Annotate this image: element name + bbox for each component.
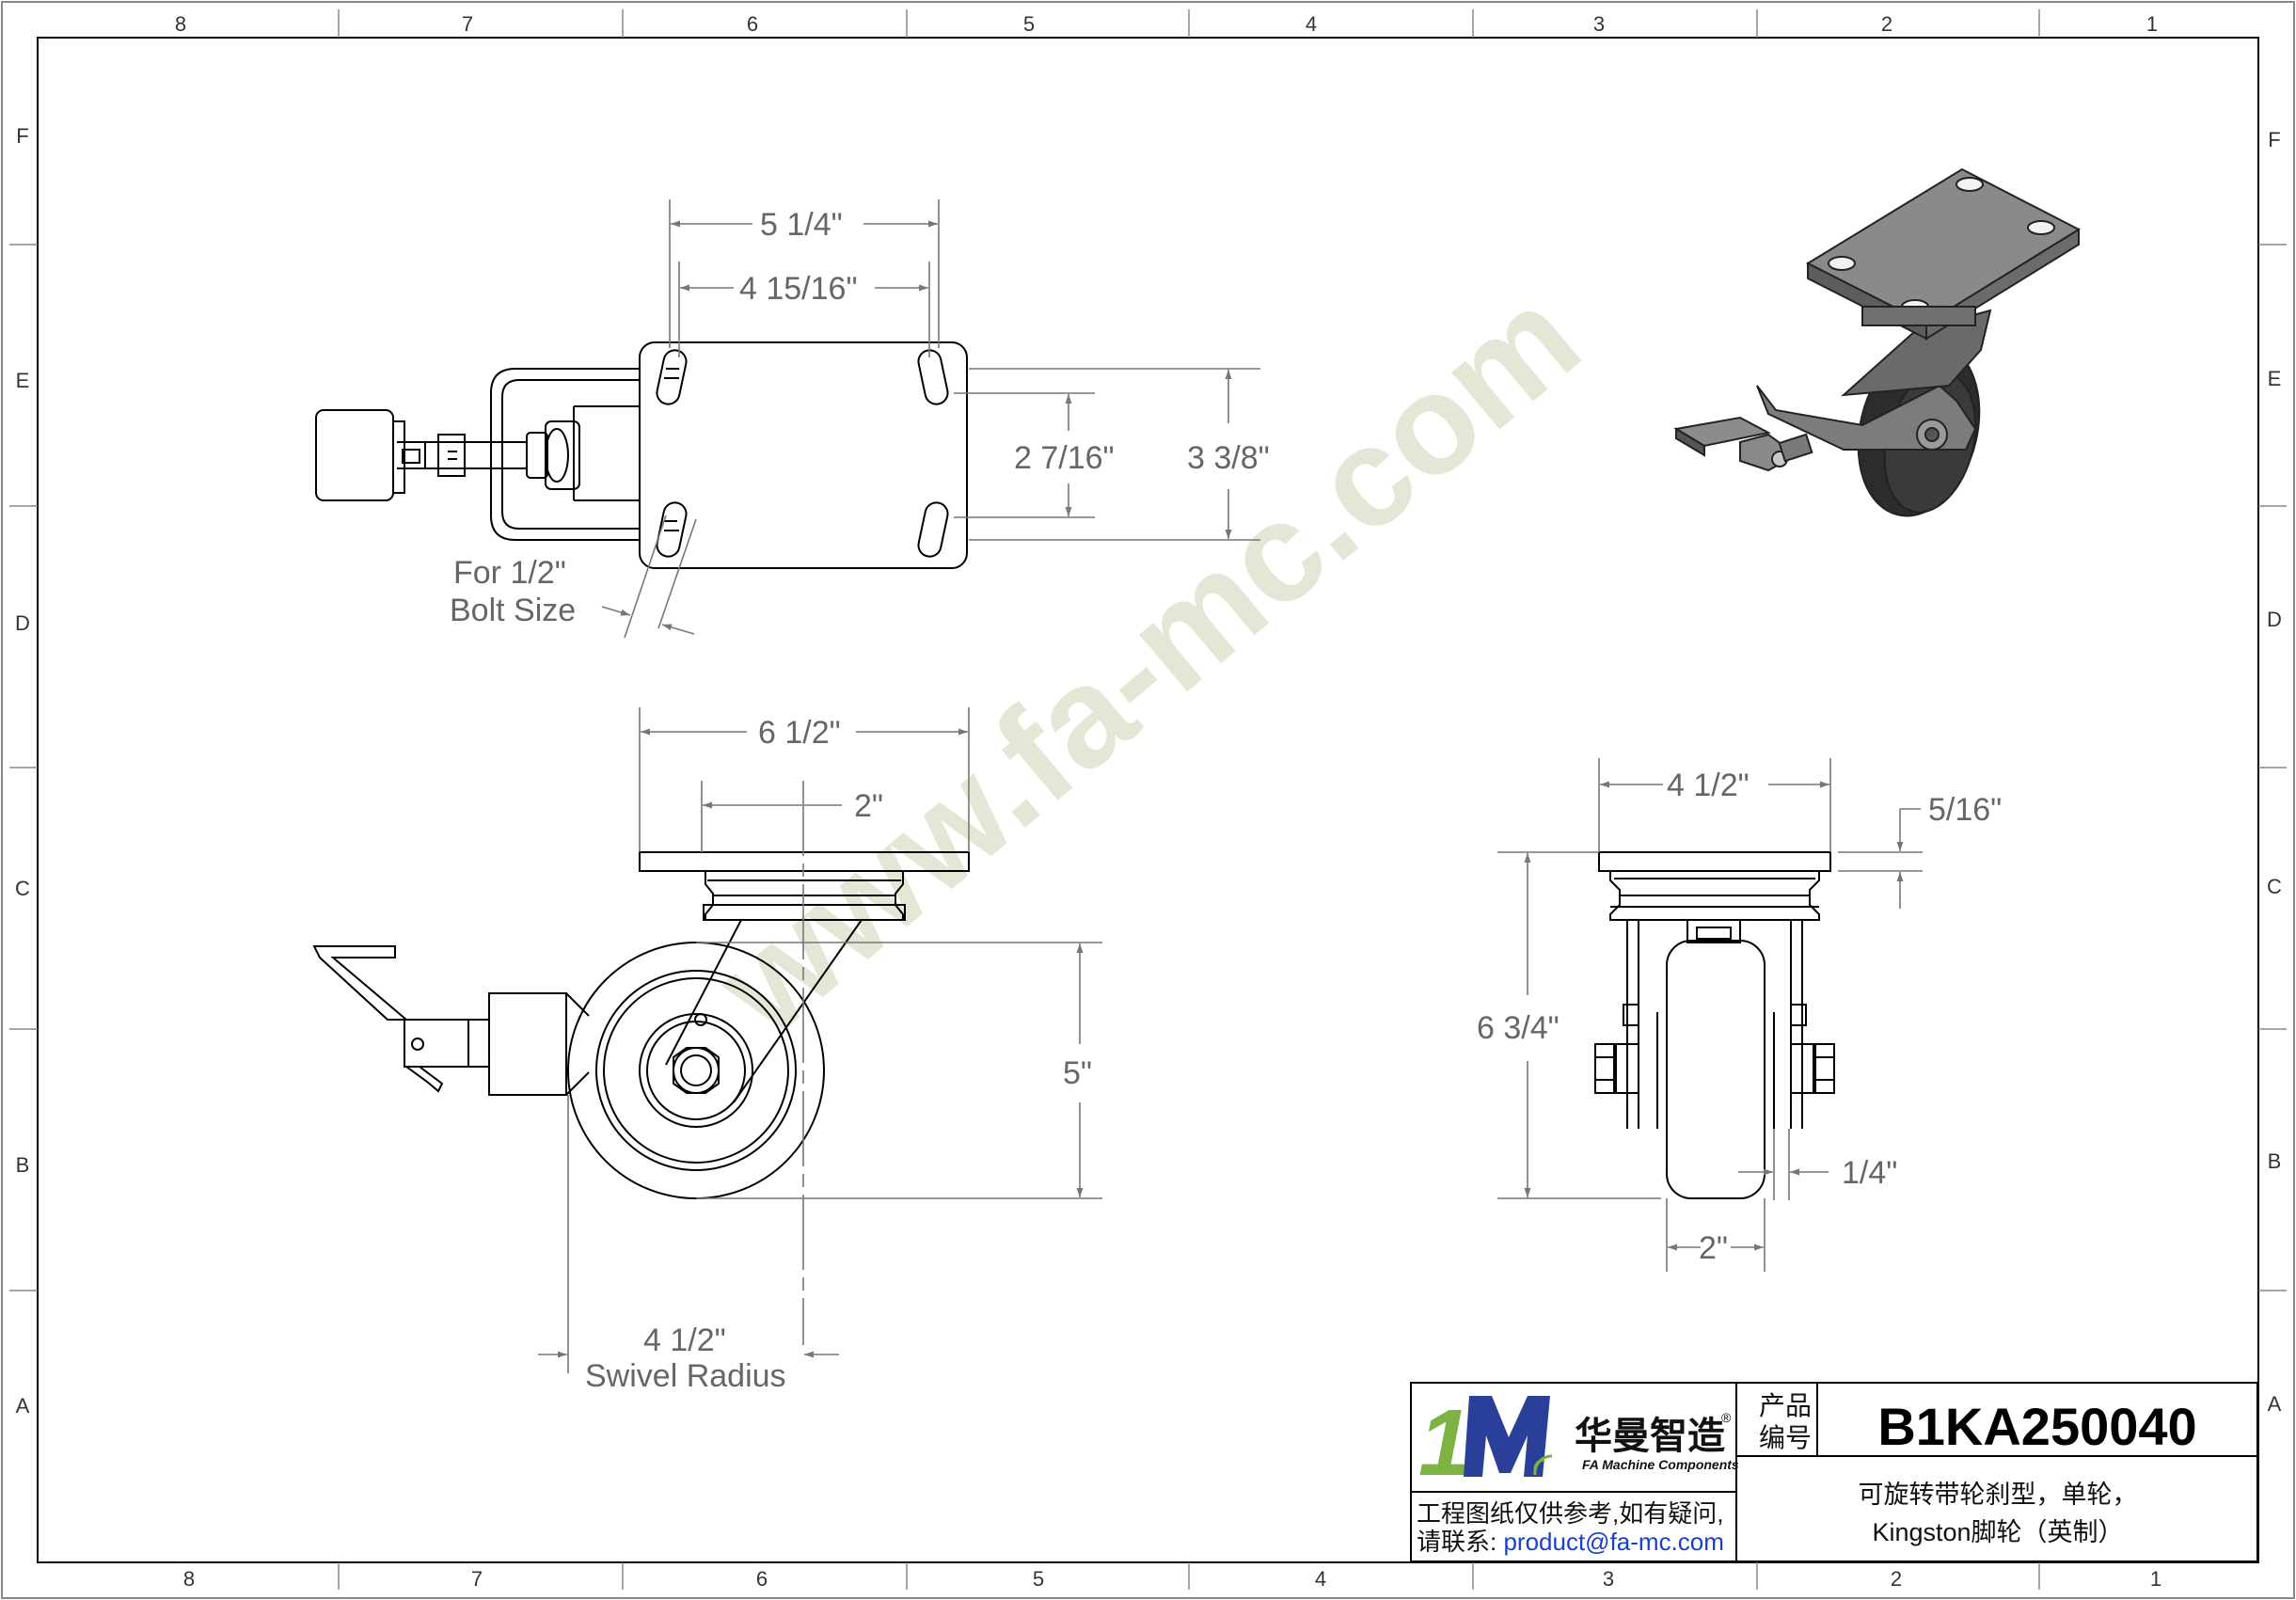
column-labels-bottom: 8 7 6 5 4 3 2 1: [183, 1567, 2161, 1591]
side-view-dimension-text: 6 1/2" 2" 5" 4 1/2" Swivel Radius: [585, 715, 1092, 1394]
dim-tread-offset: 1/4": [1842, 1155, 1897, 1191]
front-view: [1594, 851, 1835, 1199]
grid-col-label: 7: [462, 12, 473, 36]
grid-ticks: [9, 9, 2287, 1590]
bolt-slot-holes: [656, 349, 949, 558]
dim-bolt-spacing-x: 4 15/16": [739, 271, 858, 307]
grid-row-label: A: [2268, 1392, 2282, 1416]
dim-overall-height: 3 3/8": [1187, 440, 1270, 476]
grid-col-label: 4: [1315, 1567, 1326, 1591]
front-view-dimension-text: 4 1/2" 5/16" 6 3/4" 2" 1/4": [1477, 768, 2002, 1266]
grid-col-label: 7: [471, 1567, 483, 1591]
grid-row-label: D: [15, 611, 30, 635]
grid-col-label: 6: [756, 1567, 768, 1591]
side-view: [312, 851, 970, 1199]
dim-offset: 2": [854, 788, 883, 824]
grid-row-label: F: [16, 124, 28, 148]
side-view-dimensions: [538, 707, 1102, 1373]
dim-overall-width: 5 1/4": [760, 207, 843, 243]
grid-row-label: B: [2268, 1149, 2282, 1173]
top-view-dimension-text: 5 1/4" 4 15/16" 2 7/16" 3 3/8" For 1/2" …: [450, 207, 1270, 628]
dim-wheel-width: 2": [1699, 1230, 1728, 1266]
description-line2: Kingston脚轮（英制）: [1872, 1518, 2123, 1546]
front-view-dimensions: [1497, 758, 1923, 1272]
swivel-radius-label: Swivel Radius: [585, 1358, 786, 1394]
grid-row-label: E: [16, 369, 30, 392]
product-label-line1: 产品: [1759, 1391, 1812, 1420]
grid-col-label: 6: [747, 12, 758, 36]
dim-bolt-spacing-y: 2 7/16": [1014, 440, 1115, 476]
title-block: [1410, 1382, 2258, 1562]
dim-wheel-diameter: 5": [1063, 1055, 1092, 1091]
dim-plate-thickness: 5/16": [1928, 792, 2002, 828]
grid-row-label: A: [16, 1394, 30, 1418]
swivel-radius-value: 4 1/2": [643, 1323, 726, 1358]
isometric-caster-view: [1673, 167, 2082, 517]
grid-col-label: 3: [1593, 12, 1605, 36]
grid-row-label: C: [15, 877, 30, 900]
grid-col-label: 8: [175, 12, 186, 36]
column-labels-top: 8 7 6 5 4 3 2 1: [175, 12, 2158, 36]
grid-col-label: 2: [1881, 12, 1892, 36]
logo-digit: 1: [1418, 1390, 1471, 1496]
grid-col-label: 1: [2146, 12, 2158, 36]
grid-row-label: C: [2267, 875, 2282, 898]
front-wheel: [1666, 940, 1766, 1199]
top-view-dimensions: [601, 199, 1260, 639]
watermark: www.fa-mc.com: [687, 257, 1607, 1066]
contact-email-link[interactable]: product@fa-mc.com: [1503, 1528, 1723, 1556]
grid-col-label: 5: [1023, 12, 1035, 36]
note-line1: 工程图纸仅供参考,如有疑问,: [1417, 1499, 1723, 1528]
grid-col-label: 2: [1891, 1567, 1902, 1591]
grid-row-label: D: [2267, 608, 2282, 631]
grid-col-label: 3: [1603, 1567, 1614, 1591]
grid-col-label: 1: [2150, 1567, 2161, 1591]
company-name-en: FA Machine Components: [1582, 1457, 1739, 1472]
note-line2-prefix: 请联系:: [1417, 1528, 1503, 1556]
bolt-note-line1: For 1/2": [453, 555, 566, 591]
product-number: B1KA250040: [1877, 1397, 2196, 1456]
grid-row-label: B: [16, 1153, 30, 1177]
grid-col-label: 4: [1306, 12, 1317, 36]
grid-row-label: F: [2268, 128, 2280, 151]
side-wheel: [567, 942, 825, 1199]
front-plate: [1598, 851, 1831, 872]
dim-front-plate-width: 4 1/2": [1667, 768, 1750, 803]
grid-row-label: E: [2268, 367, 2282, 390]
dim-side-plate-width: 6 1/2": [758, 715, 841, 751]
description-line1: 可旋转带轮刹型，单轮，: [1859, 1481, 2138, 1509]
bolt-note-line2: Bolt Size: [450, 593, 576, 628]
brake-housing: [488, 992, 567, 1096]
brake-frame-loop: [490, 368, 640, 541]
company-logo: 1 华曼智造 ® FA Machine Components: [1418, 1390, 1739, 1496]
brake-pedal: [315, 409, 394, 501]
product-label-line2: 编号: [1759, 1423, 1812, 1452]
grid-col-label: 5: [1033, 1567, 1044, 1591]
registered-mark: ®: [1721, 1410, 1732, 1425]
dim-front-overall-height: 6 3/4": [1477, 1010, 1560, 1046]
company-name-cn: 华曼智造: [1575, 1416, 1725, 1457]
top-view: [315, 341, 968, 569]
note-line2: 请联系: product@fa-mc.com: [1417, 1528, 1724, 1556]
row-labels-left: F E D C B A: [15, 124, 30, 1418]
top-plate: [639, 341, 968, 569]
grid-col-label: 8: [183, 1567, 195, 1591]
row-labels-right: F E D C B A: [2267, 128, 2282, 1416]
